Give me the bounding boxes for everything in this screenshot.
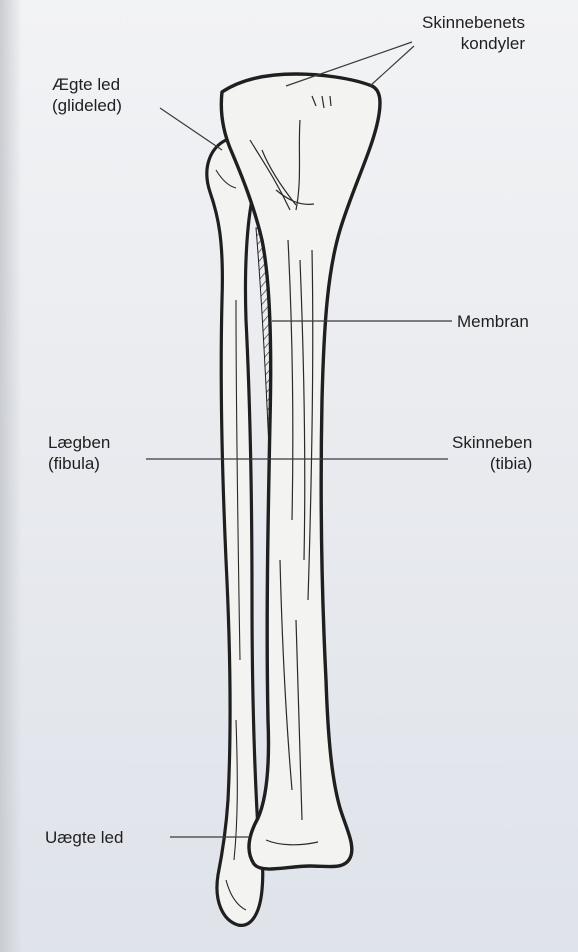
label-fibula: Lægben (fibula): [48, 432, 110, 474]
label-membrane: Membran: [457, 311, 529, 332]
label-condyles-line2: kondyler: [422, 33, 525, 54]
label-condyles-line1: Skinnebenets: [422, 12, 525, 33]
fibula-bone: [207, 140, 263, 925]
label-tibia-line1: Skinneben: [452, 432, 532, 453]
label-tibia: Skinneben (tibia): [452, 432, 532, 474]
label-false-joint: Uægte led: [45, 827, 123, 848]
label-fibula-line1: Lægben: [48, 432, 110, 453]
label-fibula-line2: (fibula): [48, 453, 110, 474]
label-true-joint: Ægte led (glideled): [52, 74, 122, 116]
leader-true-joint: [160, 108, 222, 150]
label-true-joint-line2: (glideled): [52, 95, 122, 116]
leader-condyles-right: [370, 46, 414, 86]
label-condyles: Skinnebenets kondyler: [422, 12, 525, 54]
label-tibia-line2: (tibia): [452, 453, 532, 474]
label-true-joint-line1: Ægte led: [52, 74, 122, 95]
